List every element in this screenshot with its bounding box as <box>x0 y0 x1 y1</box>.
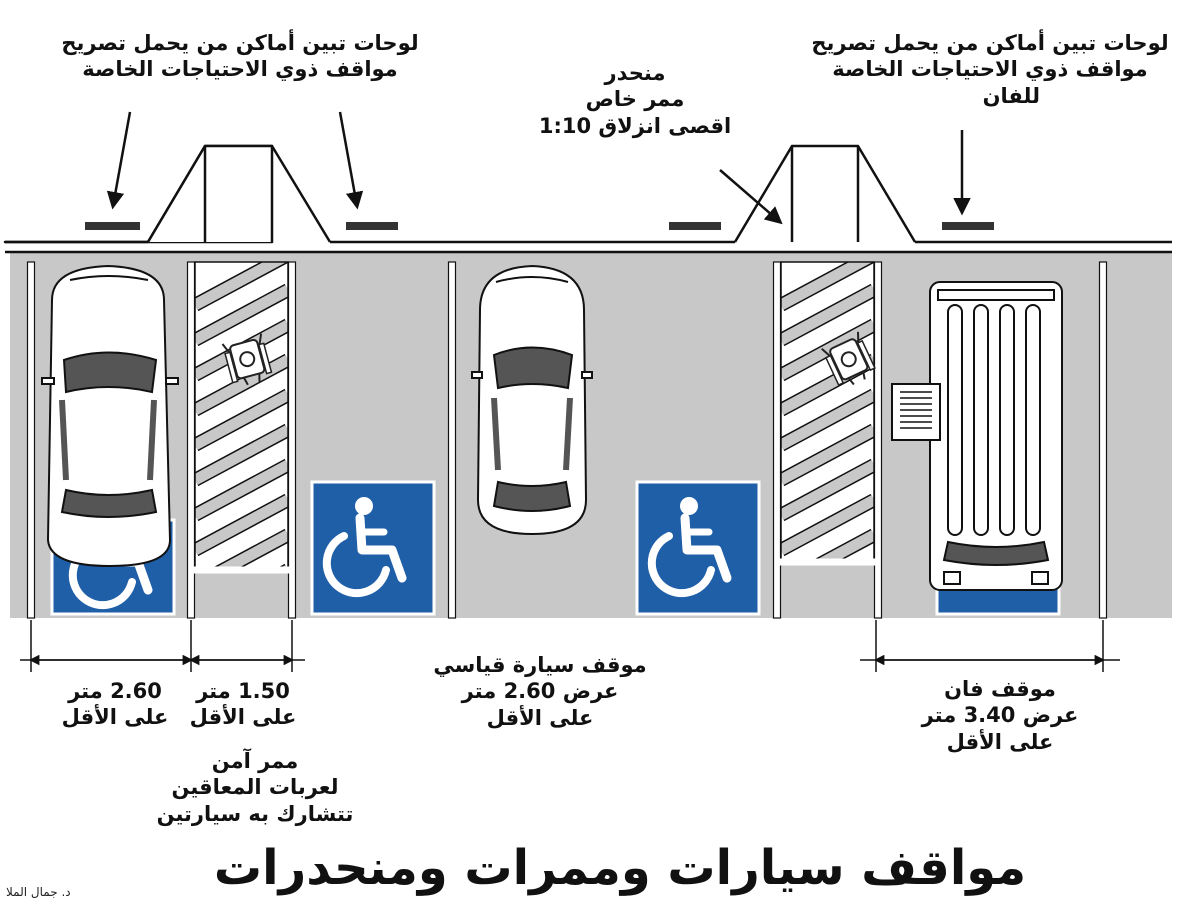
aisle-note-line1: ممر آمن <box>211 749 299 773</box>
standard-spot-label: موقف سيارة قياسي عرض 2.60 متر على الأقل <box>410 652 670 731</box>
signs-right-line2: مواقف ذوي الاحتياجات الخاصة <box>832 57 1148 82</box>
access-aisle-right <box>777 261 878 566</box>
access-aisle-left <box>191 261 292 574</box>
van-icon <box>891 281 1063 591</box>
dim-aisle-line2: على الأقل <box>189 705 297 730</box>
signs-left-label: لوحات تبين أماكن من يحمل تصريح مواقف ذوي… <box>40 30 440 83</box>
van-spot-label: موقف فان عرض 3.40 متر على الأقل <box>880 676 1120 755</box>
ramp-line1: منحدر <box>604 61 666 85</box>
wheelchair-symbol-icon <box>635 480 761 616</box>
van-spot-line2: عرض 3.40 متر <box>921 703 1079 728</box>
dim-aisle-label: 1.50 متر على الأقل <box>178 678 308 731</box>
dim-left-label: 2.60 متر على الأقل <box>40 678 190 731</box>
standard-spot-line1: موقف سيارة قياسي <box>433 653 647 677</box>
signs-right-line3: للفان <box>982 83 1040 108</box>
standard-spot-line3: على الأقل <box>486 705 594 730</box>
dim-left-line2: على الأقل <box>61 705 169 730</box>
signs-right-label: لوحات تبين أماكن من يحمل تصريح مواقف ذوي… <box>790 30 1190 109</box>
van-spot-line1: موقف فان <box>944 677 1056 701</box>
wheelchair-symbol-icon <box>310 480 436 616</box>
arrow-icon <box>106 111 971 225</box>
page-title: مواقف سيارات وممرات ومنحدرات <box>213 840 1027 896</box>
aisle-note-line3: تتشارك به سيارتين <box>156 801 354 826</box>
dim-aisle-line1: 1.50 متر <box>196 679 290 703</box>
curb-with-ramps <box>3 144 1172 254</box>
aisle-note-label: ممر آمن لعربات المعاقين تتشارك به سيارتي… <box>130 748 380 827</box>
signs-left-line2: مواقف ذوي الاحتياجات الخاصة <box>82 57 398 82</box>
signs-right-line1: لوحات تبين أماكن من يحمل تصريح <box>811 31 1169 55</box>
car-icon <box>471 264 593 536</box>
author-credit: د. جمال الملا <box>6 885 71 899</box>
ramp-label: منحدر ممر خاص اقصى انزلاق 1:10 <box>520 60 750 139</box>
standard-spot-line2: عرض 2.60 متر <box>461 679 619 704</box>
signs-left-line1: لوحات تبين أماكن من يحمل تصريح <box>61 31 419 55</box>
ramp-line3: اقصى انزلاق 1:10 <box>538 113 732 138</box>
van-spot-line3: على الأقل <box>946 729 1054 754</box>
dim-left-line1: 2.60 متر <box>68 679 162 703</box>
ramp-line2: ممر خاص <box>585 87 685 112</box>
car-icon <box>41 264 179 568</box>
dimension-lines <box>20 620 1120 672</box>
sign-plates <box>85 222 994 230</box>
aisle-note-line2: لعربات المعاقين <box>171 775 339 800</box>
